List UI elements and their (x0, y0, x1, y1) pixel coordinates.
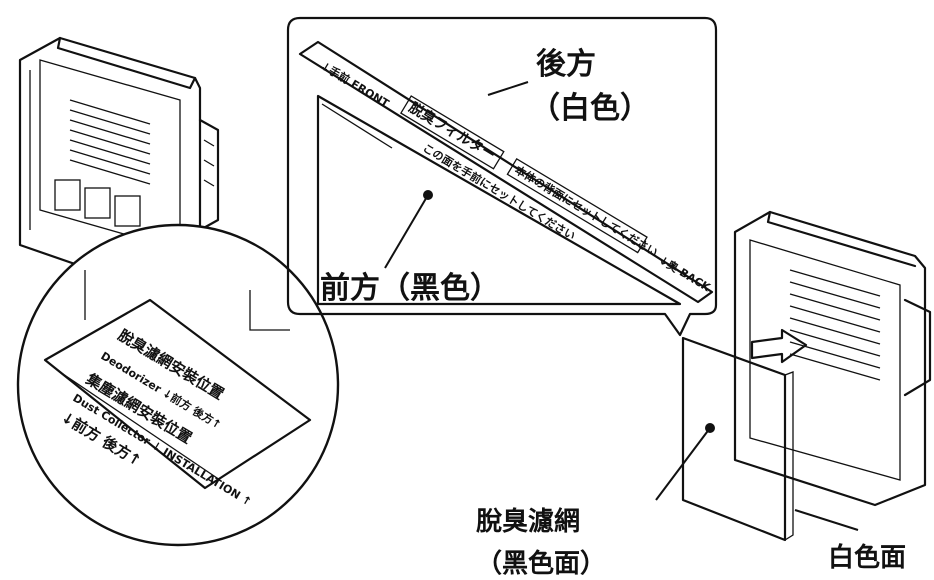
filter-name-line2: （黑色面） (476, 548, 606, 579)
white-side-label: 白色面 (828, 542, 906, 573)
right-purifier-unit (681, 210, 932, 542)
left-purifier-unit (18, 36, 220, 292)
magnifier-circle: 脫臭濾網安裝位置 Deodorizer ↓前方 後方↑ 集塵濾網安裝位置 Dus… (16, 223, 340, 547)
back-label-line1: 後方 (536, 47, 596, 82)
filter-label-callout: ↓手前 FRONT ↓奥 BACK 脱臭フィルター 本体の背面にセットしてくださ… (286, 16, 718, 337)
front-label: 前方（黑色） (320, 271, 500, 306)
filter-name-line1: 脫臭濾網 (476, 506, 580, 537)
back-edge-label: ↓奥 BACK (656, 253, 713, 295)
filter-labels: 脫臭濾網 （黑色面） 白色面 (476, 423, 906, 579)
back-label-line2: （白色） (530, 91, 650, 126)
